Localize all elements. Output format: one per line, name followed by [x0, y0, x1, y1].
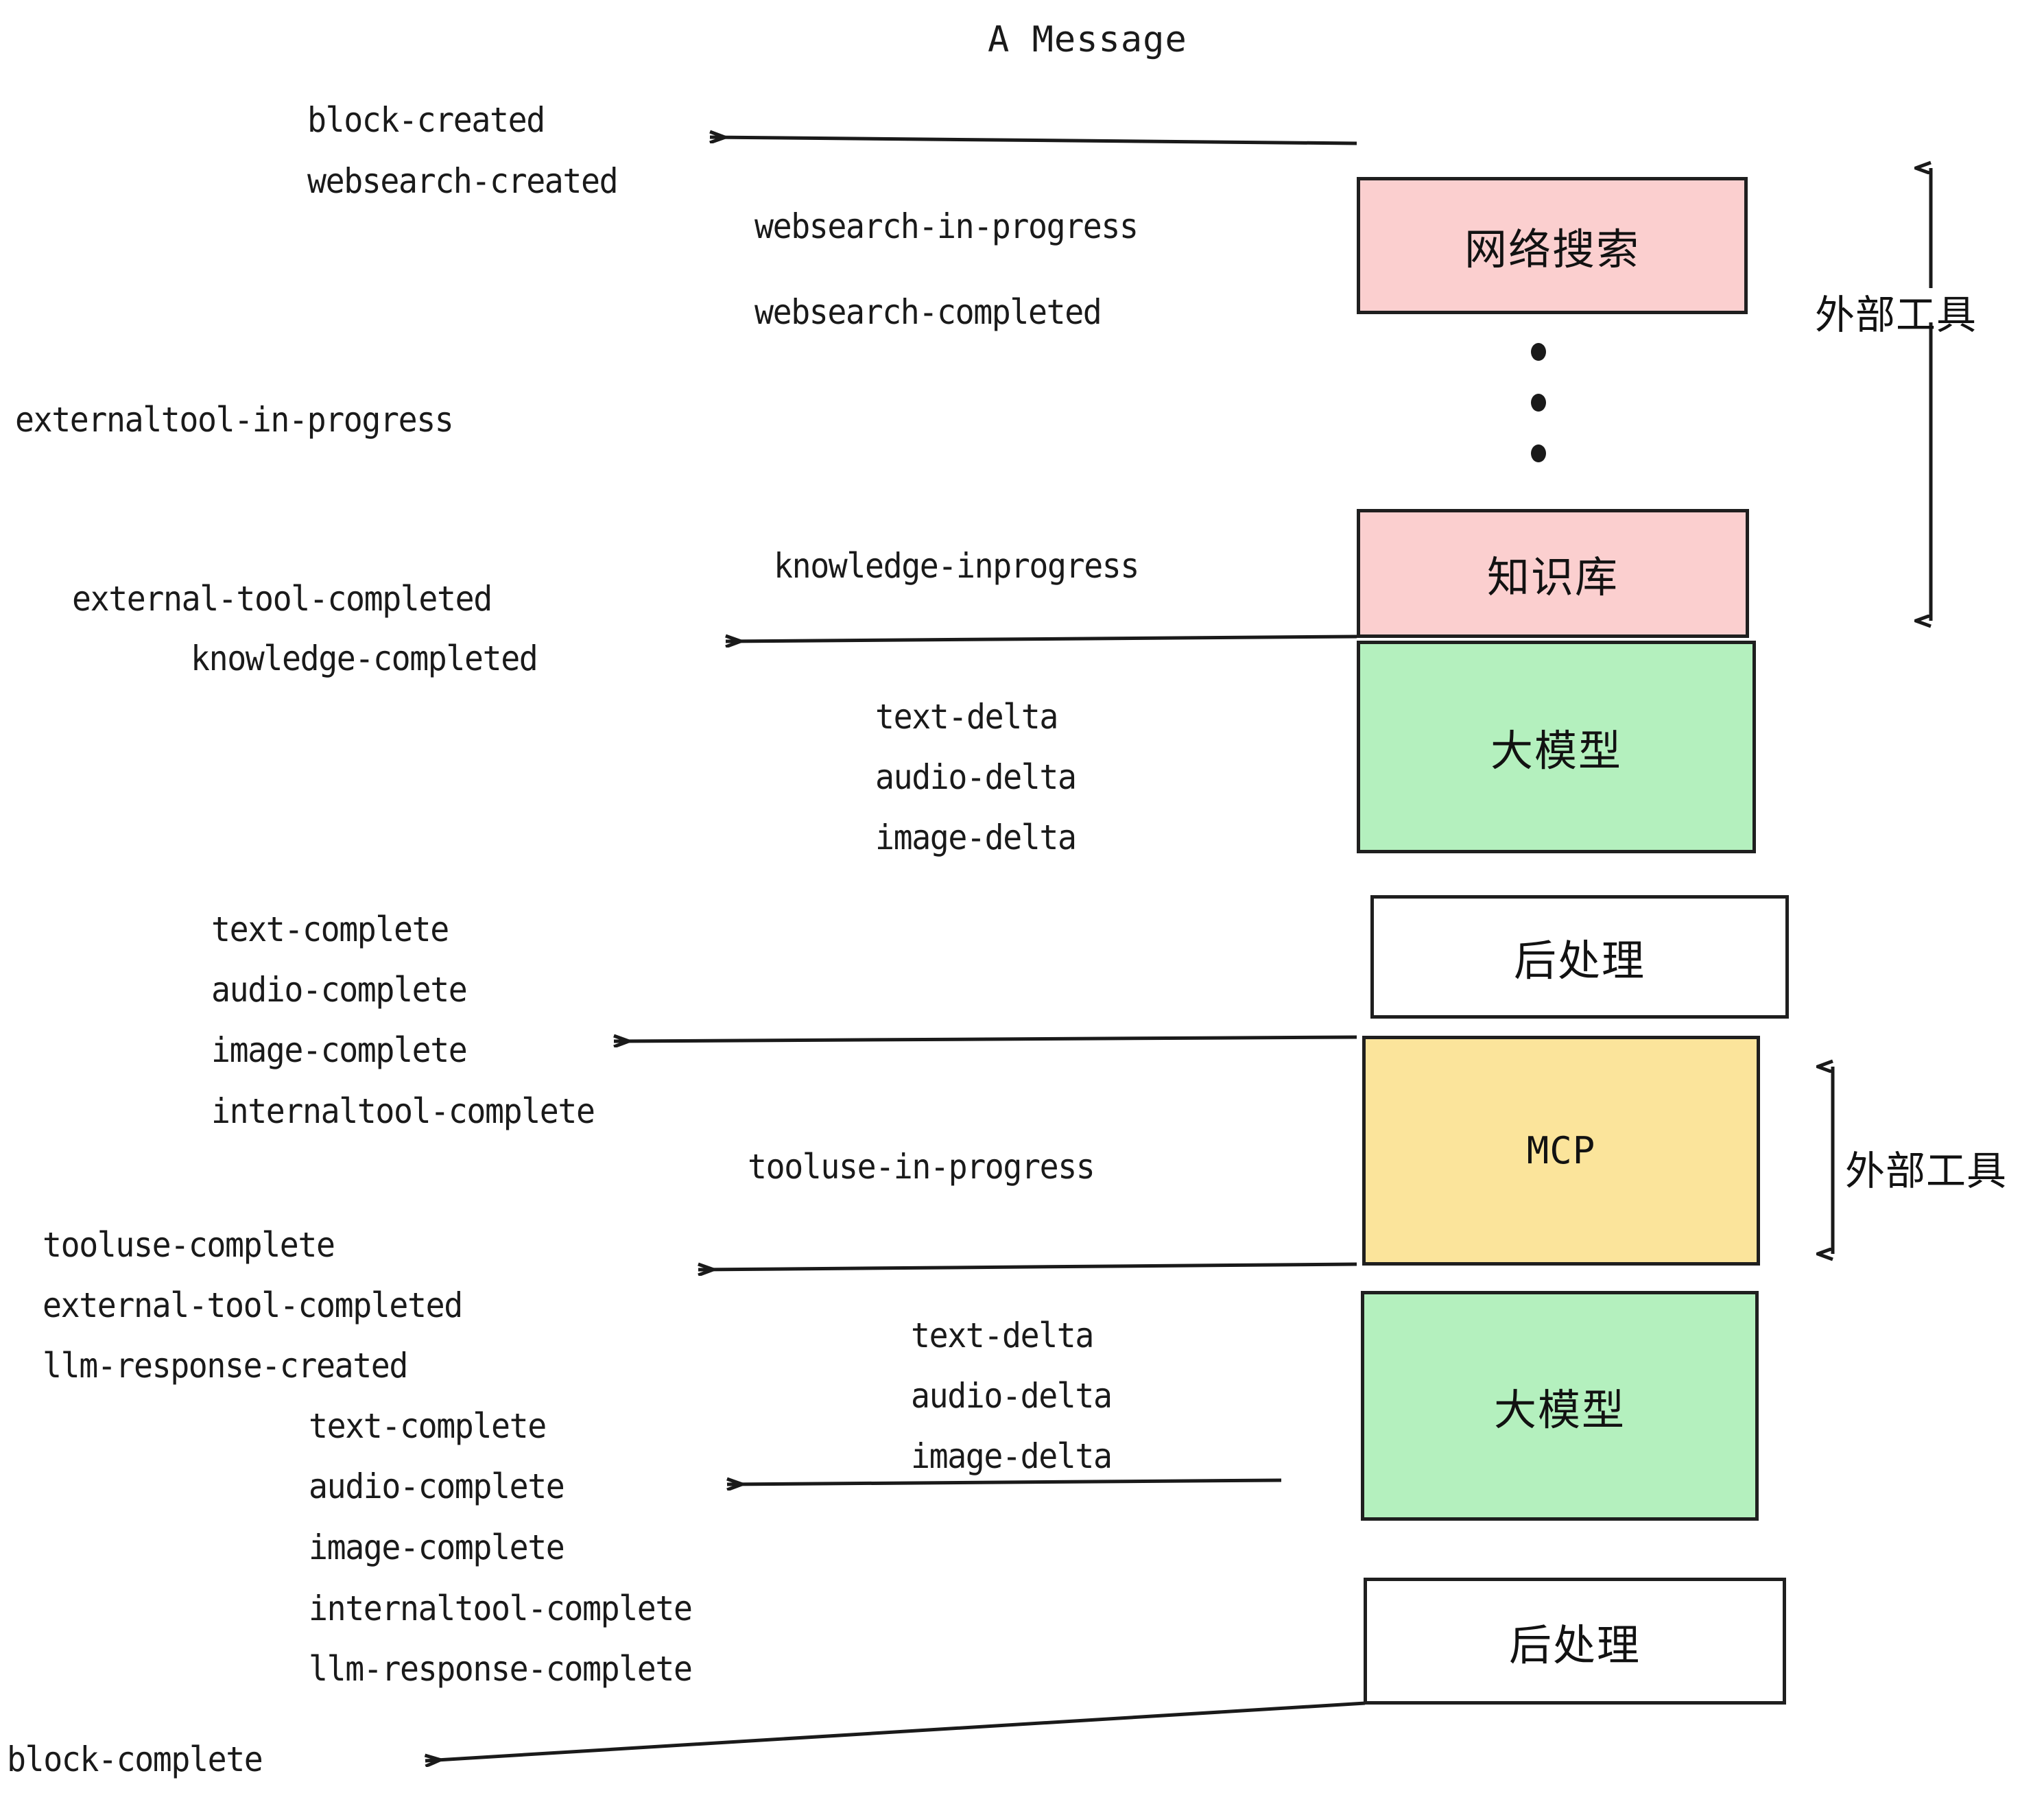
component-label-mcp: MCP — [1526, 1129, 1596, 1172]
arrow-mcp-to-tooluse-complete — [698, 1262, 1357, 1270]
component-label-websearch: 网络搜索 — [1464, 224, 1640, 274]
event-text-complete-1: text-complete — [211, 910, 449, 949]
component-box-postprocess-1[interactable]: 后处理 — [1370, 895, 1789, 1019]
dot-1 — [1531, 343, 1546, 361]
event-websearch-completed: websearch-completed — [754, 292, 1102, 332]
event-external-tool-completed-2: external-tool-completed — [43, 1285, 463, 1325]
event-external-tool-completed-1: external-tool-completed — [72, 579, 492, 619]
event-audio-delta-2: audio-delta — [911, 1376, 1113, 1416]
event-text-delta-2: text-delta — [911, 1316, 1094, 1355]
arrow-llm2-to-audio-complete — [727, 1480, 1282, 1484]
event-llm-response-complete: llm-response-complete — [309, 1649, 693, 1689]
event-websearch-created: websearch-created — [307, 161, 619, 201]
event-image-complete-1: image-complete — [211, 1030, 468, 1070]
event-audio-complete-2: audio-complete — [309, 1467, 565, 1506]
event-text-delta-1: text-delta — [875, 697, 1058, 737]
component-label-postprocess-2: 后处理 — [1508, 1619, 1641, 1670]
arrow-postprocess2-to-block-complete — [425, 1701, 1366, 1761]
dot-2 — [1531, 394, 1546, 412]
event-externaltool-in-progress: externaltool-in-progress — [15, 400, 454, 440]
arrow-websearch-to-created — [710, 137, 1357, 145]
component-box-llm-2[interactable]: 大模型 — [1361, 1291, 1759, 1521]
event-block-complete: block-complete — [7, 1740, 263, 1779]
event-tooluse-complete: tooluse-complete — [43, 1225, 335, 1265]
dot-3 — [1531, 444, 1546, 462]
event-internaltool-complete-1: internaltool-complete — [211, 1091, 595, 1131]
event-knowledge-completed: knowledge-completed — [191, 639, 538, 678]
event-knowledge-inprogress: knowledge-inprogress — [774, 546, 1139, 586]
event-internaltool-complete-2: internaltool-complete — [309, 1589, 693, 1628]
event-websearch-in-progress: websearch-in-progress — [754, 206, 1139, 246]
event-image-complete-2: image-complete — [309, 1528, 565, 1567]
arrow-postprocess-to-image-complete — [614, 1037, 1357, 1041]
component-label-llm-1: 大模型 — [1490, 726, 1622, 776]
component-box-websearch[interactable]: 网络搜索 — [1357, 177, 1748, 314]
event-audio-delta-1: audio-delta — [875, 757, 1077, 797]
group-label-external-tools-top: 外部工具 — [1815, 292, 1977, 338]
arrow-knowledge-to-completed — [726, 637, 1357, 641]
event-tooluse-in-progress: tooluse-in-progress — [748, 1147, 1095, 1187]
group-label-external-tools-bottom: 外部工具 — [1845, 1148, 2008, 1194]
component-label-knowledge: 知识库 — [1486, 552, 1619, 602]
event-audio-complete-1: audio-complete — [211, 970, 468, 1010]
component-box-llm-1[interactable]: 大模型 — [1357, 641, 1756, 853]
event-image-delta-1: image-delta — [875, 818, 1077, 857]
event-text-complete-2: text-complete — [309, 1406, 547, 1446]
component-box-mcp[interactable]: MCP — [1362, 1036, 1760, 1266]
component-label-llm-2: 大模型 — [1493, 1384, 1626, 1435]
component-box-postprocess-2[interactable]: 后处理 — [1364, 1578, 1786, 1705]
component-label-postprocess-1: 后处理 — [1513, 936, 1645, 986]
ellipsis-dots — [1531, 343, 1546, 495]
event-image-delta-2: image-delta — [911, 1436, 1113, 1476]
page-title: A Message — [988, 19, 1187, 60]
component-box-knowledge[interactable]: 知识库 — [1357, 509, 1749, 638]
event-llm-response-created: llm-response-created — [43, 1346, 408, 1386]
event-block-created: block-created — [307, 100, 545, 140]
